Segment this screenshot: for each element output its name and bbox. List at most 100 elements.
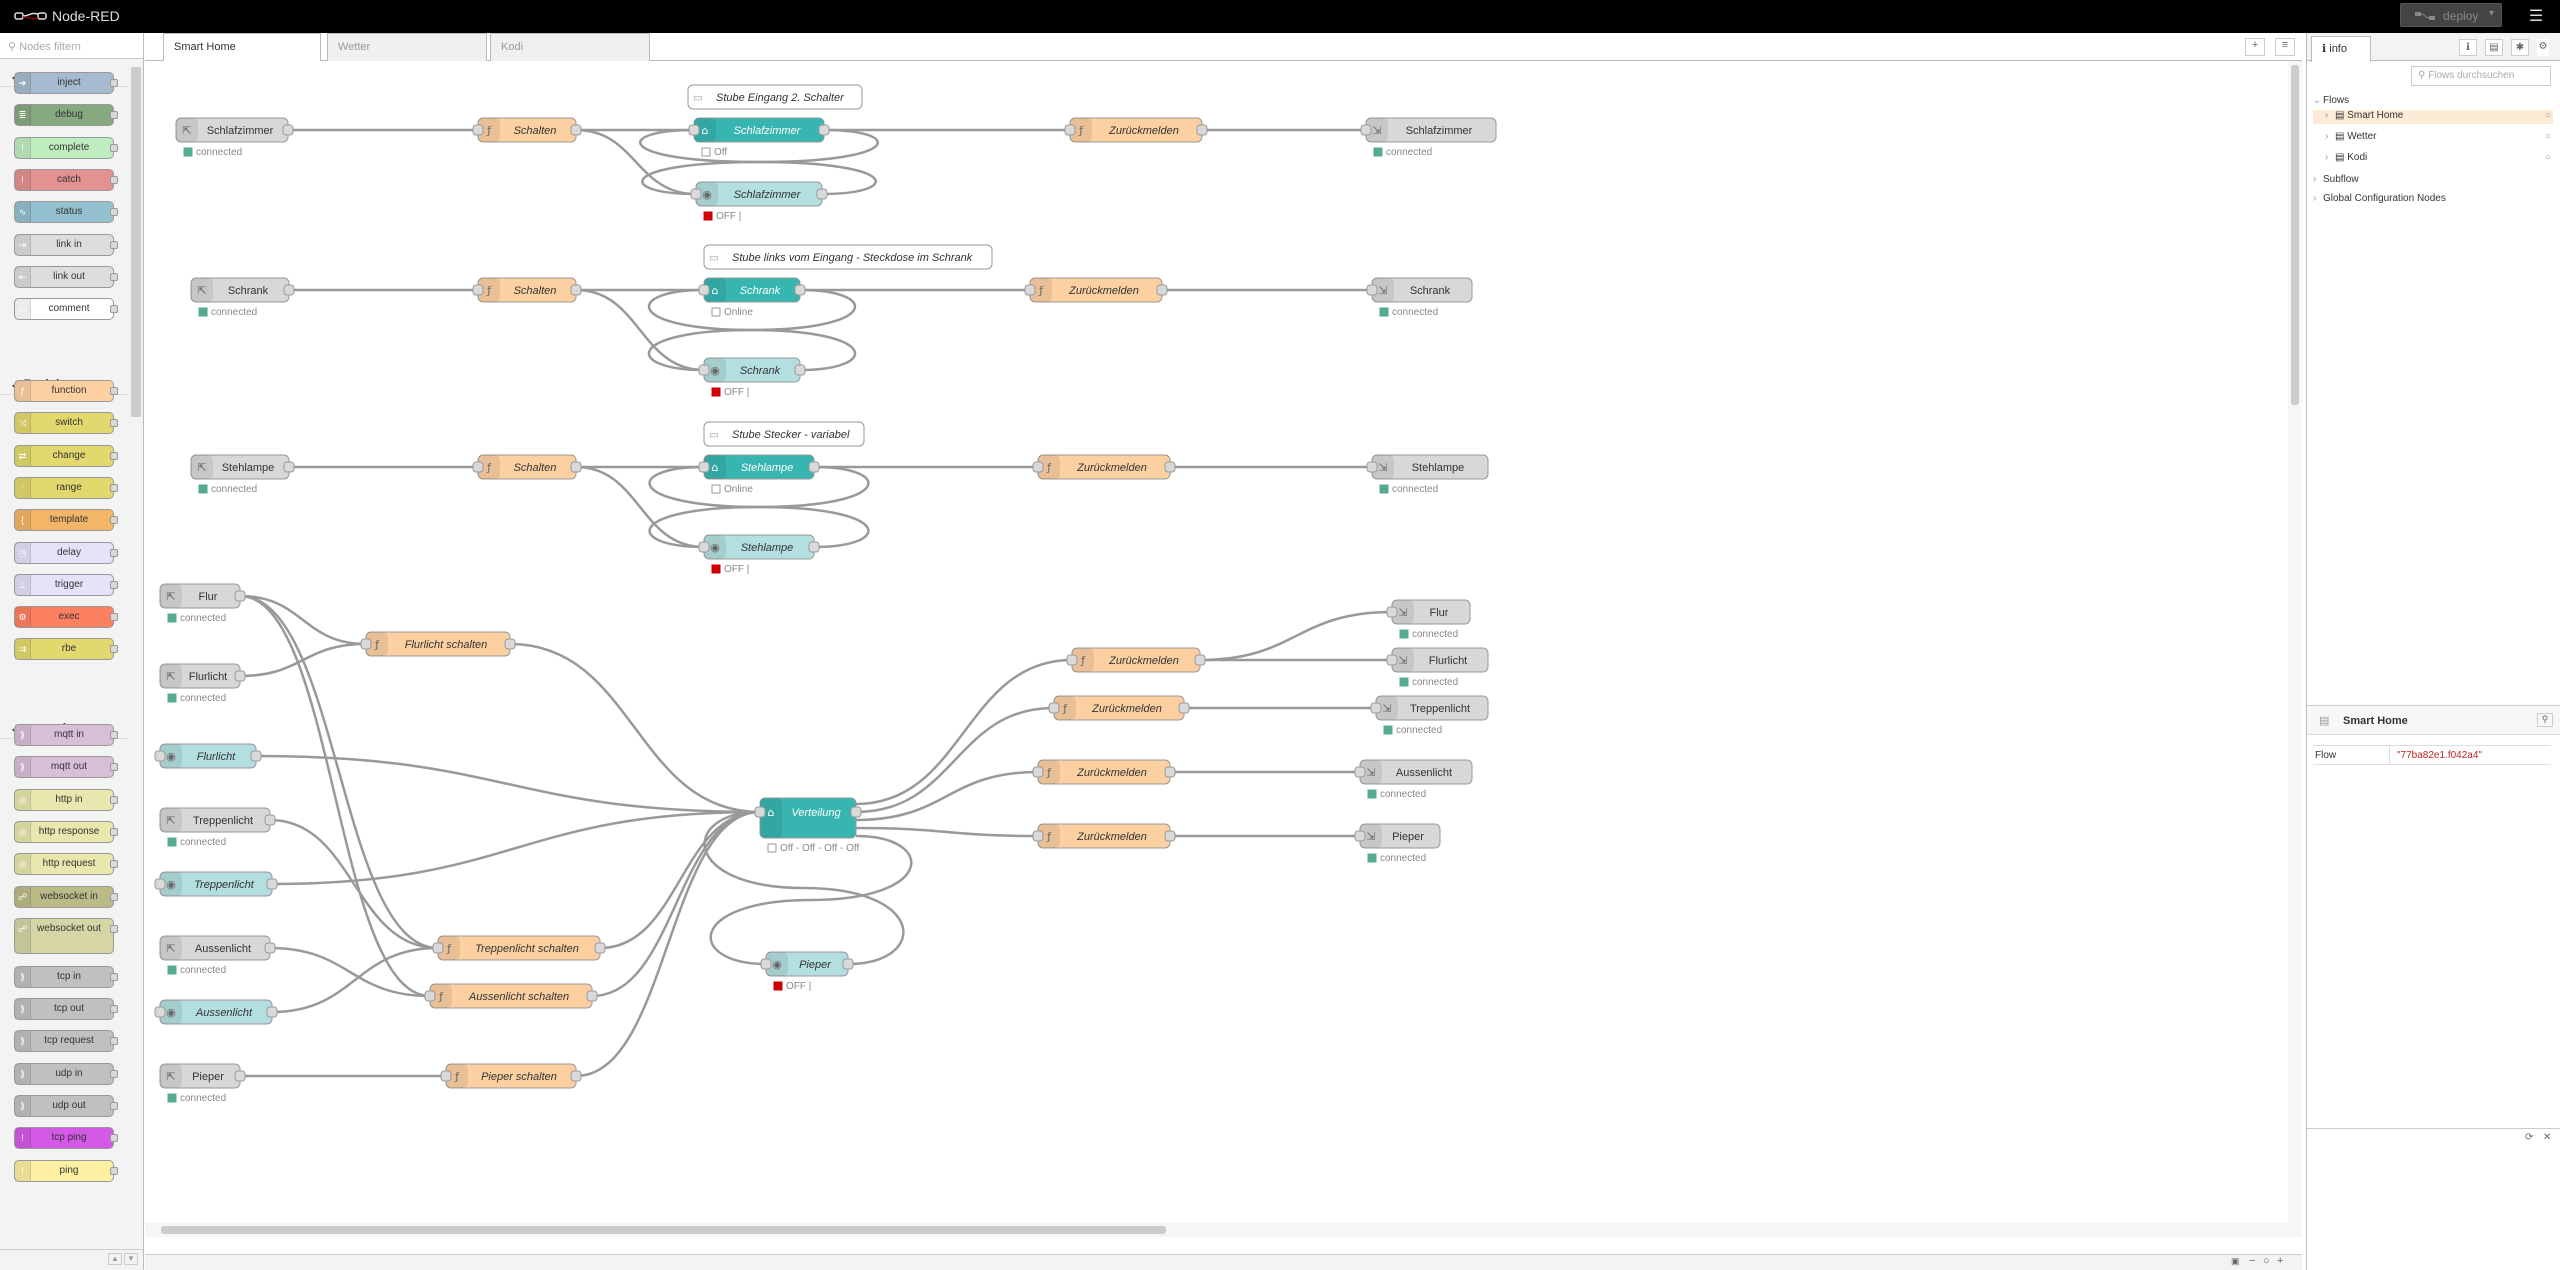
tab-kodi[interactable]: Kodi [490, 33, 650, 61]
output-port[interactable] [808, 461, 820, 473]
output-port[interactable] [808, 541, 820, 553]
port[interactable] [110, 1134, 118, 1143]
output-port[interactable] [570, 461, 582, 473]
palette-node-http-response[interactable]: ◎http response [14, 820, 118, 843]
flow-wire[interactable] [709, 834, 913, 966]
flow-wire[interactable] [591, 810, 761, 998]
tree-flow-smart-home[interactable]: ›▤ Smart Home○ [2313, 110, 2553, 124]
input-port[interactable] [1032, 461, 1044, 473]
palette-node-websocket-in[interactable]: ☍websocket in [14, 885, 118, 908]
port[interactable] [110, 860, 118, 869]
input-port[interactable] [688, 124, 700, 136]
zoom-reset-icon[interactable]: ○ [2263, 1255, 2270, 1267]
flow-wire[interactable] [239, 594, 431, 998]
flow-wire[interactable] [1199, 610, 1393, 662]
input-port[interactable] [690, 188, 702, 200]
output-port[interactable] [570, 1070, 582, 1082]
tree-flows[interactable]: ⌄Flows [2313, 95, 2349, 106]
input-port[interactable] [1048, 702, 1060, 714]
port[interactable] [110, 143, 118, 152]
tree-global-config[interactable]: ›Global Configuration Nodes [2313, 193, 2446, 204]
port[interactable] [110, 208, 118, 217]
output-port[interactable] [594, 942, 606, 954]
tree-subflow[interactable]: ›Subflow [2313, 174, 2359, 185]
flow-wire[interactable] [269, 946, 431, 998]
port[interactable] [110, 548, 118, 557]
port[interactable] [110, 1166, 118, 1175]
port[interactable] [110, 79, 118, 87]
input-port[interactable] [1386, 606, 1398, 618]
workspace-horizontal-scrollbar[interactable] [145, 1223, 2288, 1237]
expand-all-icon[interactable]: ▼ [124, 1253, 138, 1265]
palette-node-change[interactable]: ⇄change [14, 444, 118, 467]
flow-wire[interactable] [271, 810, 761, 886]
port[interactable] [110, 580, 118, 589]
input-port[interactable] [698, 284, 710, 296]
output-port[interactable] [1164, 830, 1176, 842]
port[interactable] [110, 827, 118, 836]
palette-node-catch[interactable]: !catch [14, 168, 118, 191]
gear-icon[interactable]: ⚙ [2537, 39, 2549, 56]
flow-node-body[interactable] [687, 84, 863, 110]
output-port[interactable] [264, 814, 276, 826]
flow-node-stube-links-vom-eingang-steckdose-im-schrank[interactable]: ▭Stube links vom Eingang - Steckdose im … [703, 244, 993, 270]
port[interactable] [110, 795, 118, 804]
flow-wire[interactable] [855, 706, 1055, 814]
collapse-all-icon[interactable]: ▲ [108, 1253, 122, 1265]
input-port[interactable] [1366, 461, 1378, 473]
input-port[interactable] [424, 990, 436, 1002]
palette-node-trigger[interactable]: ⊥trigger [14, 573, 118, 596]
add-flow-icon[interactable]: + [2245, 38, 2265, 56]
flow-node-stube-stecker-variabel[interactable]: ▭Stube Stecker - variabel [703, 421, 865, 447]
output-port[interactable] [1164, 461, 1176, 473]
palette-node-tcp-request[interactable]: ⟫tcp request [14, 1030, 118, 1053]
port[interactable] [110, 387, 118, 395]
output-port[interactable] [282, 124, 294, 136]
port[interactable] [110, 1069, 118, 1078]
input-port[interactable] [472, 284, 484, 296]
output-port[interactable] [266, 878, 278, 890]
flow-wire[interactable] [575, 128, 697, 196]
navigator-icon[interactable]: ▣ [2231, 1256, 2240, 1266]
flow-wire[interactable] [599, 810, 761, 950]
flow-wire[interactable] [855, 770, 1039, 822]
main-menu-icon[interactable]: ☰ [2528, 8, 2544, 25]
port[interactable] [110, 451, 118, 460]
flow-wire[interactable] [648, 465, 870, 549]
flow-node-body[interactable] [703, 244, 993, 270]
port[interactable] [110, 483, 118, 492]
palette-node-mqtt-out[interactable]: ⟫mqtt out [14, 756, 118, 779]
vertical-scroll-thumb[interactable] [2291, 65, 2299, 405]
output-port[interactable] [794, 284, 806, 296]
input-port[interactable] [1354, 830, 1366, 842]
input-port[interactable] [472, 461, 484, 473]
flow-wire[interactable] [855, 658, 1073, 806]
palette-node-link-out[interactable]: ⇤link out [14, 265, 118, 288]
input-port[interactable] [1066, 654, 1078, 666]
input-port[interactable] [1032, 830, 1044, 842]
palette-filter-input[interactable]: ⚲ Nodes filtern [0, 33, 143, 59]
flow-wire[interactable] [271, 946, 439, 1014]
input-port[interactable] [698, 541, 710, 553]
port[interactable] [110, 972, 118, 981]
tree-flow-kodi[interactable]: ›▤ Kodi○ [2313, 152, 2553, 163]
